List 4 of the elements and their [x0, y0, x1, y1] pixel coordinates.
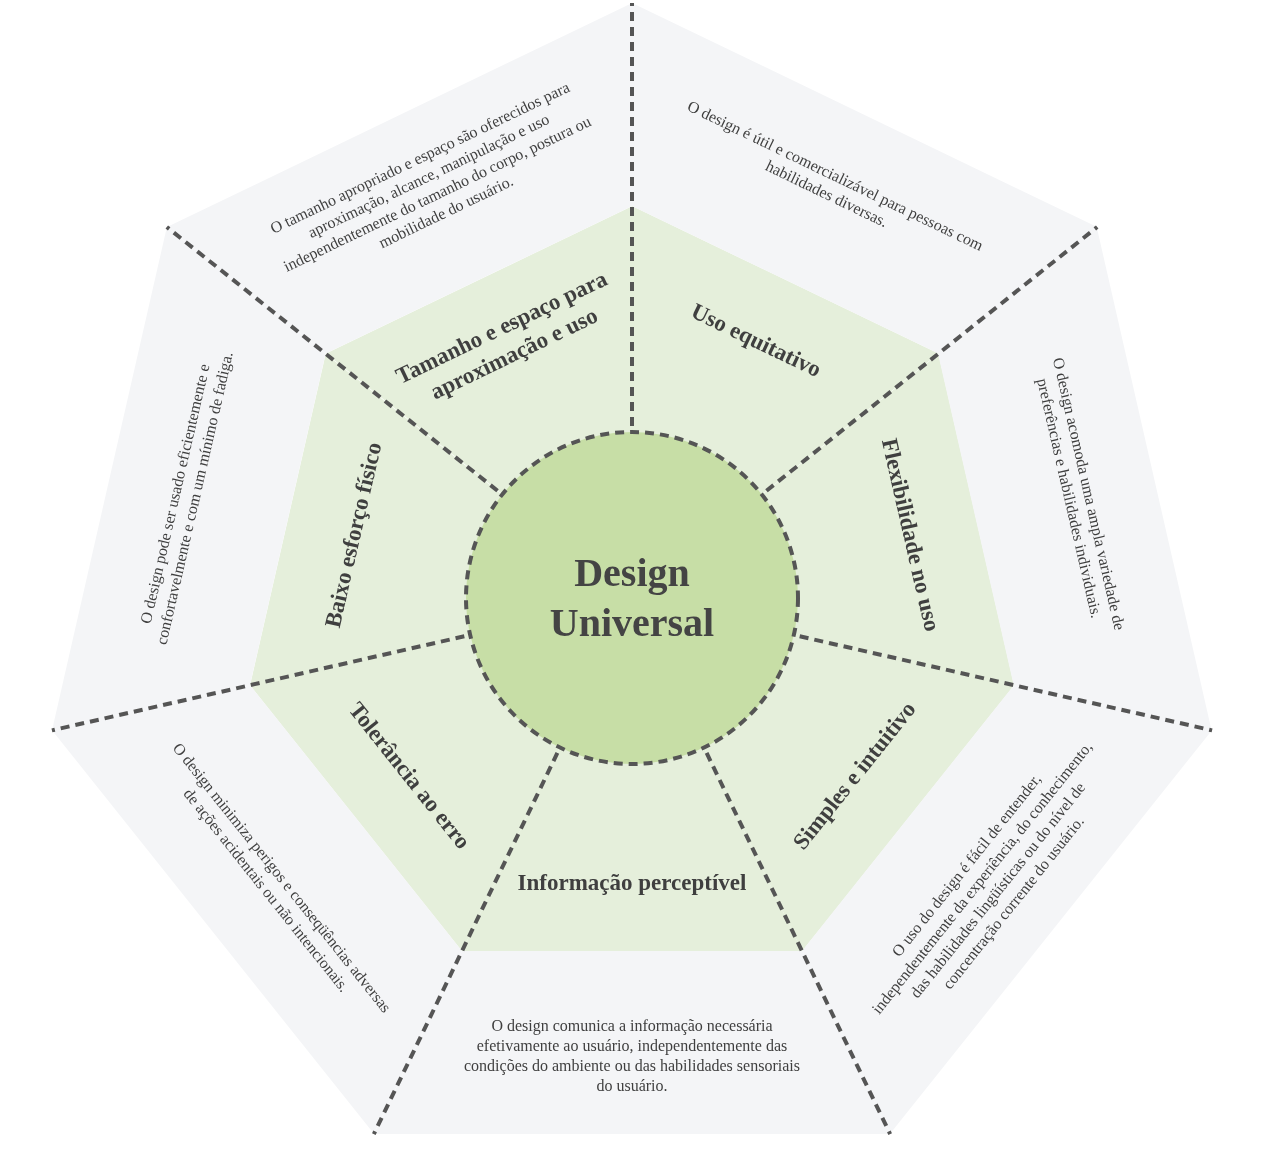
principle-heading: Baixo esforço físico	[319, 438, 388, 632]
center-title: Design Universal	[548, 549, 716, 647]
principle-heading: Informação perceptível	[516, 868, 748, 897]
principle-description: O design comunica a informação necessária efetivamente ao usuário, independentemente das condições do ambiente ou das habilidades sensoriais do usuário.	[463, 1016, 801, 1096]
